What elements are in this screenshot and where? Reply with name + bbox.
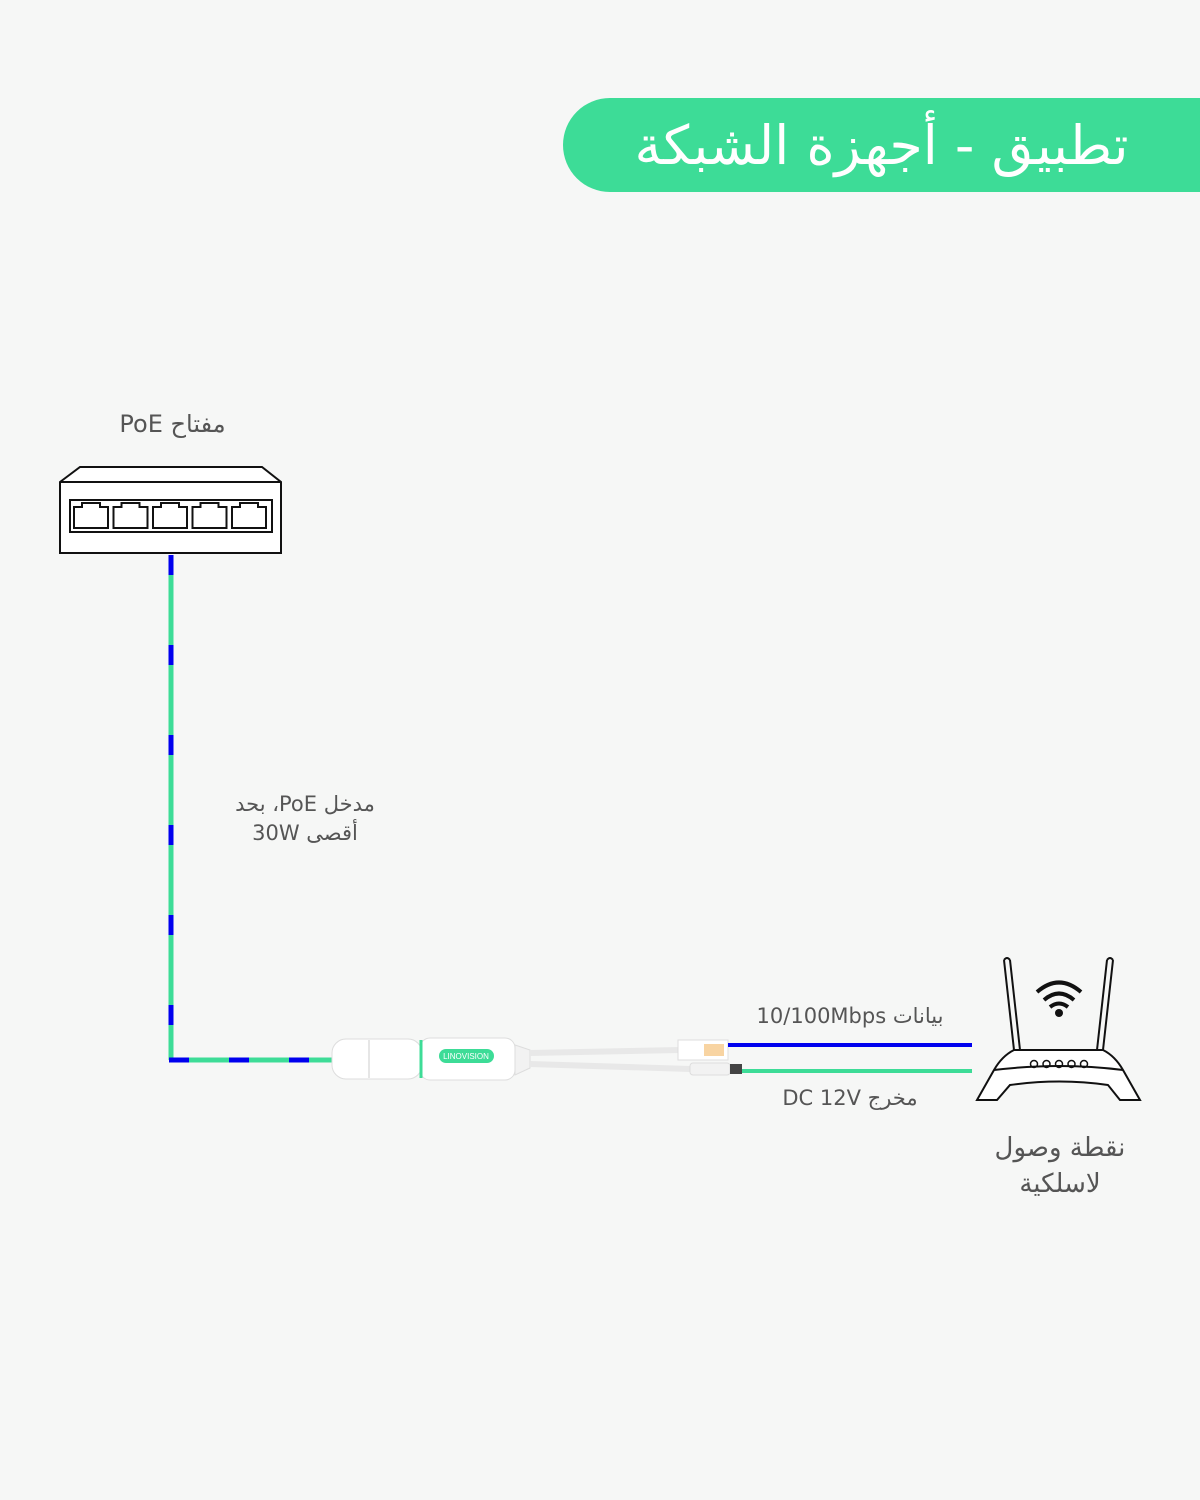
ap-label-line2: لاسلكية xyxy=(1019,1169,1101,1199)
ethernet-port-icon xyxy=(191,502,228,529)
ethernet-port-icon xyxy=(152,502,188,529)
led-indicator-icon xyxy=(1079,1059,1089,1069)
splitter-brand: LINOVISION xyxy=(443,1052,489,1061)
poe-splitter: LINOVISION xyxy=(331,1037,742,1081)
led-indicator-icon xyxy=(1029,1059,1039,1069)
access-point-label: نقطة وصول لاسلكية xyxy=(960,1130,1160,1202)
poe-switch-icon xyxy=(59,466,282,554)
data-label: بيانات 10/100Mbps xyxy=(756,1004,944,1028)
poe-input-line2: أقصى 30W xyxy=(252,821,358,845)
led-indicator-icon xyxy=(1042,1059,1051,1069)
poe-input-label: مدخل PoE، بحد أقصى 30W xyxy=(210,790,400,848)
led-indicator-icon xyxy=(1054,1059,1064,1069)
dc-connector-icon xyxy=(689,1062,731,1076)
switch-label: مفتاح PoE xyxy=(119,410,226,438)
poe-input-line1: مدخل PoE، بحد xyxy=(235,792,375,816)
led-indicator-icon xyxy=(1067,1059,1076,1069)
ethernet-port-icon xyxy=(73,502,109,529)
ethernet-port-icon xyxy=(231,502,267,529)
dc-label: مخرج DC 12V xyxy=(782,1086,918,1110)
poe-cable xyxy=(168,555,332,1063)
title-banner: تطبيق - أجهزة الشبكة xyxy=(563,98,1200,192)
page-title: تطبيق - أجهزة الشبكة xyxy=(634,113,1129,177)
ethernet-port-icon xyxy=(112,502,149,529)
wireless-router-icon xyxy=(975,957,1142,1101)
ap-label-line1: نقطة وصول xyxy=(994,1133,1126,1163)
